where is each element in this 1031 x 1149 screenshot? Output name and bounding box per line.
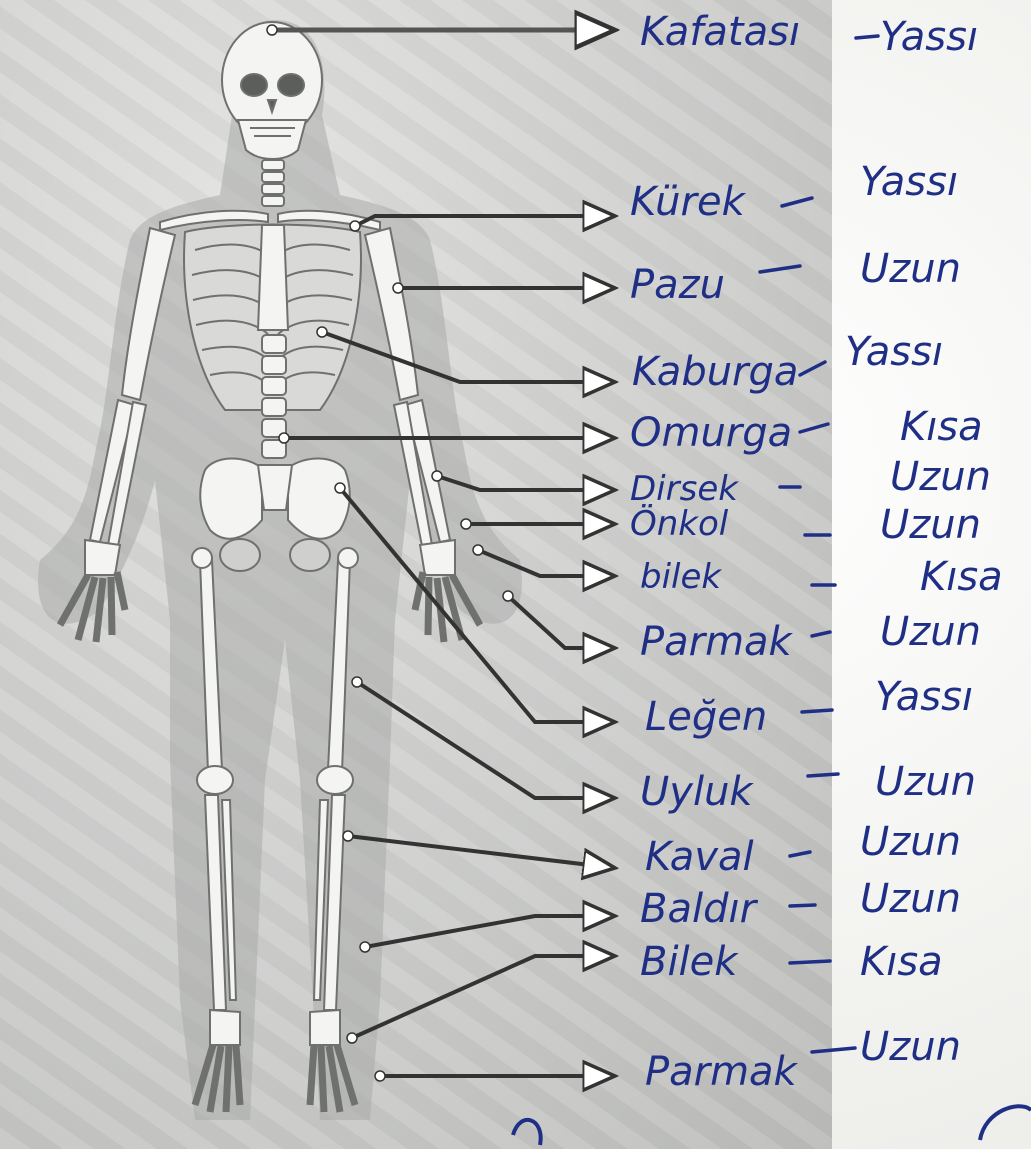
bone-type-label: Uzun <box>880 609 981 655</box>
bone-name-label: Pazu <box>630 262 725 308</box>
leader-fingers <box>508 596 615 648</box>
bone-name-label: Bilek <box>640 939 739 985</box>
bone-type-label: Uzun <box>875 759 976 805</box>
bone-type-label: Kısa <box>860 939 943 985</box>
bone-type-label: Uzun <box>860 876 961 922</box>
bone-name-label: Parmak <box>640 619 794 665</box>
bone-name-label: Önkol <box>630 503 729 544</box>
bone-name-label: Kafatası <box>640 9 800 55</box>
bone-name-label: Leğen <box>645 694 767 740</box>
bone-type-label: Uzun <box>860 1024 961 1070</box>
bone-type-label: Uzun <box>880 502 981 548</box>
bone-name-label: Kürek <box>630 179 747 225</box>
bone-name-label: Kaburga <box>632 349 798 395</box>
leader-fibula <box>365 916 615 947</box>
bone-name-label: Uyluk <box>640 769 754 815</box>
bone-name-label: Parmak <box>645 1049 799 1095</box>
cervical-spine <box>262 160 284 206</box>
bone-type-label: Kısa <box>920 554 1003 600</box>
bone-name-label: Dirsek <box>630 469 739 509</box>
bone-type-label: Yassı <box>860 159 958 205</box>
bone-type-label: Uzun <box>860 819 961 865</box>
bone-name-label: bilek <box>640 557 722 597</box>
bone-name-label: Kaval <box>645 834 754 880</box>
bone-type-label: Yassı <box>880 14 978 60</box>
bone-name-label: Baldır <box>640 886 759 932</box>
bone-name-label: Omurga <box>630 410 792 456</box>
bone-type-label: Uzun <box>890 454 991 500</box>
bone-type-label: Yassı <box>875 674 973 720</box>
leader-tibia <box>348 836 615 868</box>
handwritten-answers: Kafatası Yassı Kürek Yassı Pazu Uzun Kab… <box>630 9 1003 1095</box>
bone-type-label: Yassı <box>845 329 943 375</box>
leader-femur <box>357 682 615 798</box>
bone-type-label: Kısa <box>900 404 983 450</box>
pen-marks <box>513 1106 1031 1145</box>
leader-ankle <box>352 956 615 1038</box>
bone-type-label: Uzun <box>860 246 961 292</box>
